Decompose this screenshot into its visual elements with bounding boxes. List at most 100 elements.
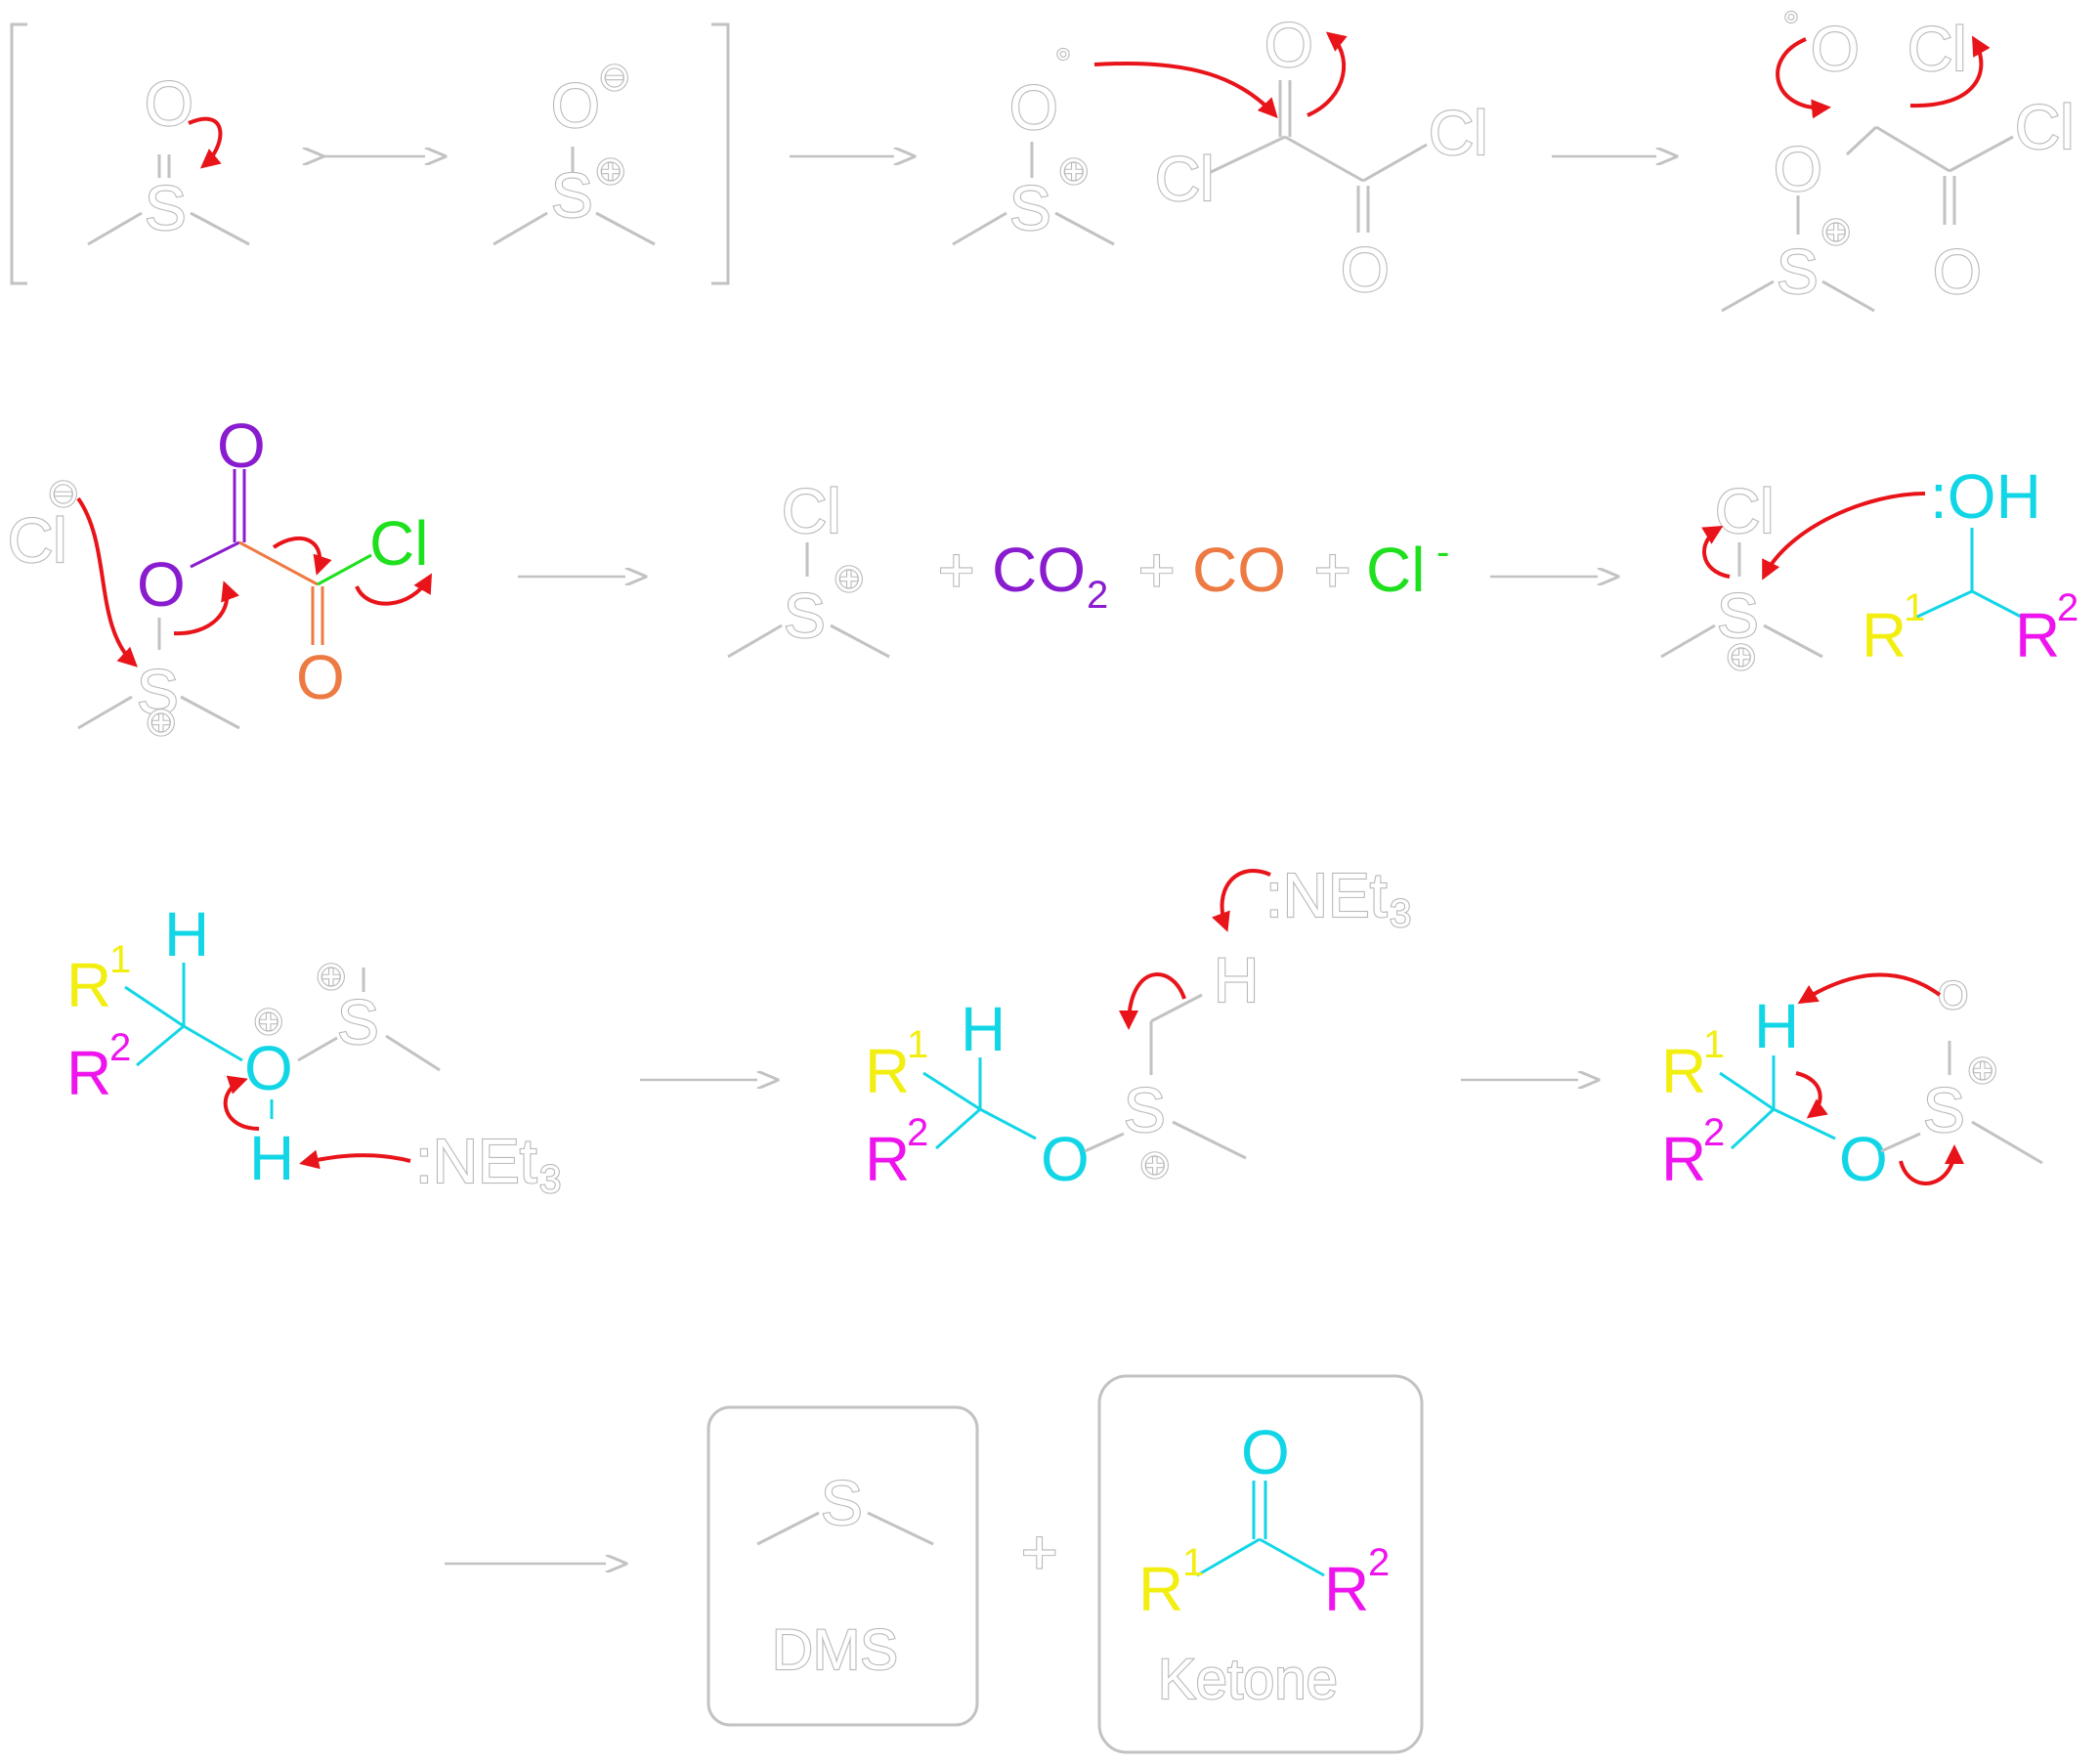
ketone-label: Ketone [1158,1648,1338,1711]
charge-plus: ⊕ [1057,150,1091,193]
atom-h: H [249,1123,294,1193]
electron-arrow [1093,61,1278,118]
electron-arrow [1776,37,1831,119]
r2-group: R [2015,600,2060,670]
row-3-deprotonation: R 1 R 2 H O ⊕ H S ⊕ :NEt 3 R 1 [66,859,2043,1202]
r2-superscript: 2 [1703,1111,1725,1154]
carbon-dioxide-subscript: 2 [1087,574,1108,617]
dms-label: DMS [772,1618,898,1682]
r1-group: R [1661,1036,1706,1106]
electron-arrow [272,536,332,576]
r2-superscript: 2 [1368,1541,1390,1584]
plus-sign: + [1314,535,1350,605]
row-4-products: S DMS + O R 1 R 2 Ketone [445,1374,1424,1754]
atom-h: H [1754,991,1799,1061]
carbon-monoxide: CO [1192,535,1286,605]
triethylamine-subscript: 3 [1390,892,1411,935]
resonance-bracket-right [711,22,730,285]
row-2-chlorosulfonium-formation: Cl ⊖ S ⊕ O O O Cl [7,410,2078,745]
electron-arrow [188,116,223,169]
atom-o: O [1009,72,1058,143]
atom-h: H [1214,945,1259,1015]
atom-cl: Cl [1715,476,1774,546]
atom-s: S [145,173,187,243]
atom-s: S [821,1468,863,1538]
electron-arrow [1909,35,1991,108]
electron-arrow [76,496,138,667]
r1-superscript: 1 [109,938,131,981]
chloride-attack-intermediate: Cl ⊖ S ⊕ O O O Cl [7,410,432,745]
charge-dot: ° [1783,5,1799,48]
charge-plus: ⊕ [1725,635,1758,678]
r1-group: R [66,950,111,1020]
atom-ch2: O [1938,974,1968,1017]
atom-s: S [1009,173,1051,243]
charge-plus: ⊕ [1138,1143,1172,1186]
atom-s: S [1717,581,1759,651]
atom-o: O [1839,1124,1888,1194]
plus-sign: + [938,535,974,605]
atom-o-purple: O [217,410,266,481]
atom-o: O [1241,1417,1290,1487]
ketone: O R 1 R 2 Ketone [1138,1417,1390,1712]
atom-s: S [1124,1075,1166,1145]
chloride-anion: Cl [1366,535,1425,605]
cyclic-elimination-transition: R 1 R 2 H O S ⊕ O [1661,972,2043,1194]
atom-h: H [961,994,1006,1064]
r1-group: R [865,1036,910,1106]
charge-plus: ⊕ [1820,210,1853,253]
chloride-ion: Cl [8,505,66,576]
r1-superscript: 1 [1904,586,1925,629]
atom-s: S [1777,237,1819,307]
charge-minus: ⊖ [47,472,80,515]
atom-s: S [1923,1075,1965,1145]
atom-s: S [784,581,826,651]
plus-sign: + [1021,1517,1057,1587]
r2-group: R [865,1124,910,1194]
atom-o: O [1811,14,1860,84]
dimethyl-sulfide: S DMS [756,1467,934,1683]
atom-cl: Cl [1429,98,1487,168]
charge-plus: ⊕ [252,1000,285,1043]
charge-dot: ° [1055,42,1071,85]
atom-o: O [1774,134,1822,204]
atom-cl-green: Cl [369,508,428,579]
atom-cl: Cl [2015,92,2074,162]
resonance-bracket-left [10,22,27,285]
charge-plus: ⊕ [594,150,627,193]
r1-superscript: 1 [1703,1023,1725,1066]
electron-arrow [1795,1071,1828,1119]
sulfonium-ylide-formation: R 1 R 2 H O S ⊕ H :NEt 3 [865,859,1412,1194]
byproducts: + CO 2 + CO + Cl - [937,531,1449,617]
atom-o: O [551,70,600,141]
triethylamine: :NEt [415,1126,537,1196]
alkoxysulfonium-deprotonation: R 1 R 2 H O ⊕ H S ⊕ :NEt 3 [66,899,562,1202]
electron-arrow [1899,1144,1964,1185]
atom-o-orange: O [296,642,345,712]
alcohol-attack: S ⊕ Cl :OH R 1 R 2 [1660,461,2078,679]
r1-group: R [1862,600,1906,670]
atom-o: O [145,68,193,139]
dmso-structure: S O [87,67,250,246]
triethylamine: :NEt [1265,860,1388,930]
r2-group: R [1324,1554,1369,1624]
r2-superscript: 2 [907,1111,928,1154]
electron-arrow [1797,972,1942,1005]
chloride-charge: - [1436,531,1449,574]
electron-arrow [1701,525,1731,579]
atom-s: S [551,160,593,231]
electron-arrow [1762,492,1926,581]
atom-s: S [137,657,179,727]
atom-h: H [164,899,209,969]
electron-arrow [223,1075,260,1131]
atom-s: S [337,987,379,1057]
atom-o: O [1041,1124,1090,1194]
electron-arrow [355,573,432,606]
row-1-dmso-activation: S O S O ⊖ ⊕ S O ° ⊕ [10,4,2076,313]
dmso-oxalyl-chloride-attack: S O ° ⊕ O Cl Cl O [952,9,1489,306]
electron-arrow [1212,869,1271,932]
charge-plus: ⊕ [1966,1049,1999,1092]
atom-o: O [1264,10,1313,80]
dms-product-box [707,1405,979,1727]
